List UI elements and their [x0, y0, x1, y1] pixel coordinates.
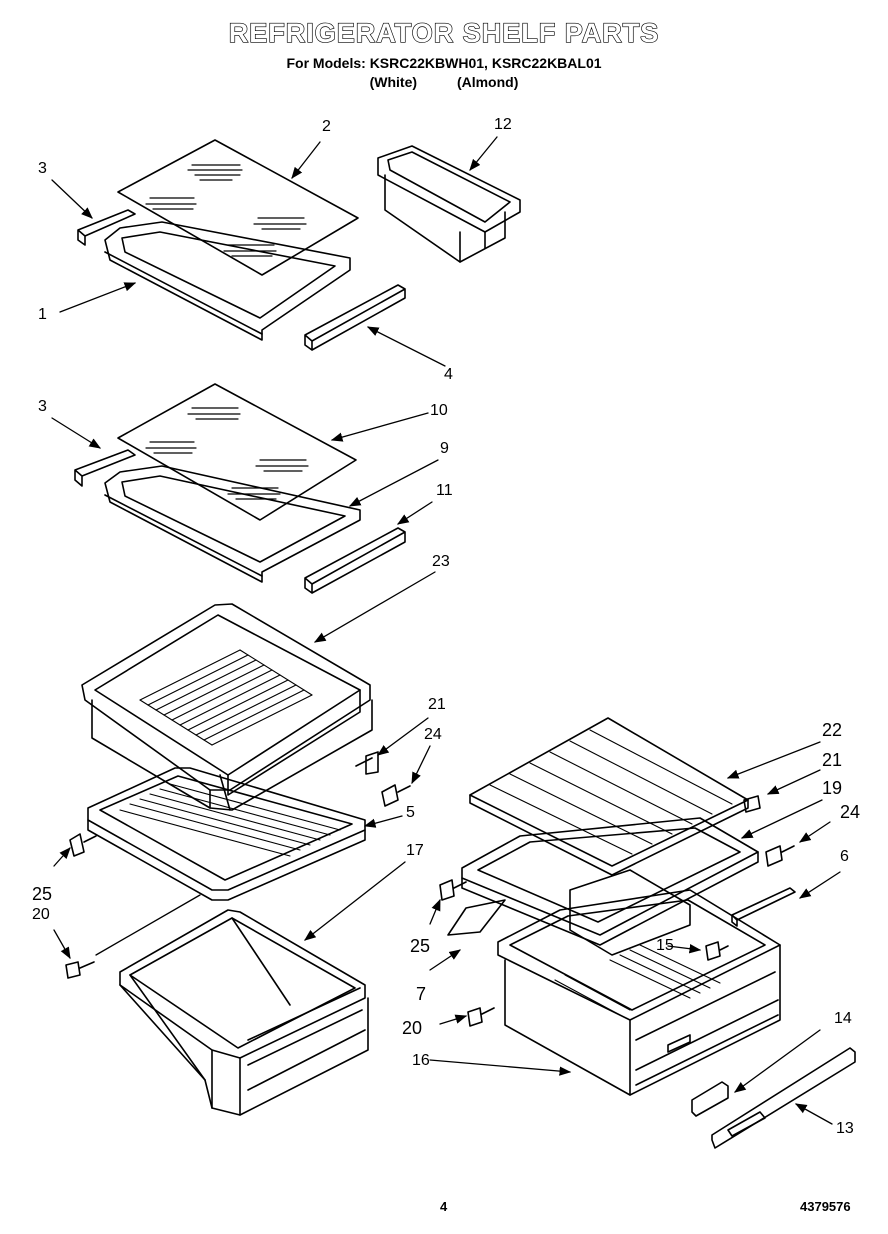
front-trim-3a	[78, 210, 135, 245]
callout-14: 14	[834, 1010, 852, 1027]
model-variants: (White) (Almond)	[0, 74, 888, 90]
crisper-cover-22	[470, 718, 748, 875]
callout-25-left: 25	[32, 884, 53, 904]
variant-white: (White)	[369, 74, 418, 90]
front-trim-3b	[75, 450, 135, 486]
callout-13: 13	[836, 1120, 854, 1137]
callout-3-upper: 3	[38, 160, 47, 177]
callout-20-left: 20	[32, 906, 50, 923]
glass-shelf-10	[118, 384, 356, 520]
middle-shelf-assembly	[75, 384, 405, 593]
callout-9: 9	[440, 440, 449, 457]
page-number: 4	[440, 1199, 448, 1214]
callout-25-right: 25	[410, 936, 431, 956]
rear-trim-4	[305, 285, 405, 350]
callout-15: 15	[656, 937, 674, 954]
callout-21-left: 21	[428, 696, 446, 713]
crisper-cover-5	[88, 768, 365, 900]
callout-24-left: 24	[424, 726, 442, 743]
glass-marks-2	[146, 165, 306, 256]
callout-24-right: 24	[840, 802, 861, 822]
callout-7: 7	[416, 984, 427, 1004]
part-number: 4379576	[800, 1199, 851, 1214]
callout-22: 22	[822, 720, 843, 740]
drawer-trim-13	[712, 1048, 855, 1148]
callout-21-right: 21	[822, 750, 843, 770]
shelf-frame-1	[105, 222, 350, 340]
fasteners	[66, 752, 794, 1026]
cover-frame-19	[462, 818, 758, 945]
door-bin-12	[378, 146, 520, 262]
callout-3-middle: 3	[38, 398, 47, 415]
meat-drawer-17	[120, 910, 368, 1115]
vegetable-drawer-16	[498, 870, 780, 1095]
callout-2: 2	[322, 118, 331, 135]
callout-4: 4	[444, 366, 453, 383]
trim-clip-14	[692, 1082, 728, 1116]
callout-11: 11	[436, 482, 453, 499]
callout-19: 19	[822, 778, 843, 798]
variant-almond: (Almond)	[456, 74, 519, 90]
drawer-rail-6	[732, 888, 795, 926]
page-title: REFRIGERATOR SHELF PARTS	[228, 17, 660, 48]
crisper-drawer-23	[82, 604, 372, 810]
callout-6: 6	[840, 848, 849, 865]
callout-23: 23	[432, 553, 450, 570]
callout-12: 12	[494, 116, 512, 133]
rear-trim-11	[305, 528, 405, 593]
glass-shelf-2	[118, 140, 358, 275]
callout-1: 1	[38, 306, 47, 323]
shelf-frame-9	[105, 466, 360, 582]
callout-5: 5	[406, 804, 415, 821]
upper-shelf-assembly	[78, 140, 405, 350]
callout-leaders	[52, 137, 840, 1124]
callout-20-right: 20	[402, 1018, 423, 1038]
callout-17: 17	[406, 842, 424, 859]
callout-16: 16	[412, 1052, 430, 1069]
callout-10: 10	[430, 402, 448, 419]
drawer-rail-7	[448, 900, 505, 935]
models-line: For Models: KSRC22KBWH01, KSRC22KBAL01	[286, 55, 602, 71]
